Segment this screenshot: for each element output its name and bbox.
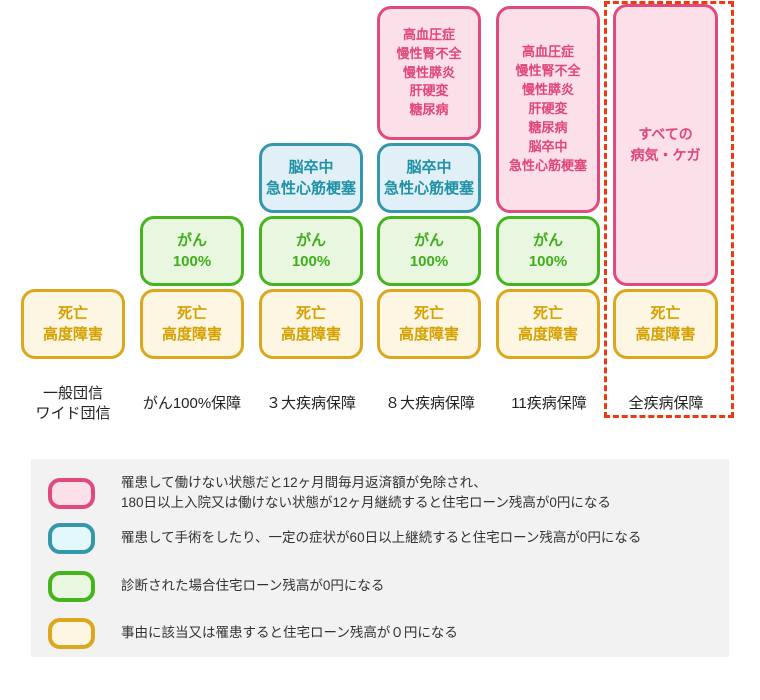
legend-text: 罹患して手術をしたり、一定の症状が60日以上継続すると住宅ローン残高が0円になる	[121, 530, 642, 545]
column-label-general-dantai: 一般団信 ワイド団信	[35, 384, 111, 422]
legend-text: 罹患して働けない状態だと12ヶ月間毎月返済額が免除され、 180日以上入院又は働…	[121, 475, 611, 510]
box-stroke-heart-attack: 脳卒中 急性心筋梗塞	[377, 143, 481, 213]
box-7-diseases: 高血圧症 慢性腎不全 慢性膵炎 肝硬変 糖尿病 脳卒中 急性心筋梗塞	[496, 6, 600, 213]
box-death-severe-disability: 死亡 高度障害	[377, 289, 481, 359]
box-stroke-heart-attack: 脳卒中 急性心筋梗塞	[259, 143, 363, 213]
green-swatch-icon	[48, 570, 95, 602]
box-death-severe-disability: 死亡 高度障害	[140, 289, 244, 359]
column-label-cancer-100: がん100%保障	[142, 394, 242, 412]
legend-item-event-occurrence: 事由に該当又は罹患すると住宅ローン残高が０円になる	[48, 611, 718, 655]
column-label-all-diseases: 全疾病保障	[628, 394, 704, 412]
box-death-severe-disability: 死亡 高度障害	[259, 289, 363, 359]
blue-swatch-icon	[48, 522, 95, 554]
box-cancer-100: がん 100%	[140, 216, 244, 286]
legend-item-diagnosis: 診断された場合住宅ローン残高が0円になる	[48, 564, 718, 608]
legend-text: 事由に該当又は罹患すると住宅ローン残高が０円になる	[121, 625, 458, 640]
legend-item-disability-exemption: 罹患して働けない状態だと12ヶ月間毎月返済額が免除され、 180日以上入院又は働…	[48, 471, 718, 515]
legend-item-surgery-60days: 罹患して手術をしたり、一定の症状が60日以上継続すると住宅ローン残高が0円になる	[48, 516, 718, 560]
box-death-severe-disability: 死亡 高度障害	[21, 289, 125, 359]
column-label-11-diseases: 11疾病保障	[511, 394, 587, 412]
box-cancer-100: がん 100%	[377, 216, 481, 286]
legend-panel	[31, 459, 729, 657]
all-diseases-highlight-border	[604, 1, 734, 418]
box-all-illness-injury: すべての 病気・ケガ	[613, 4, 718, 286]
legend-text: 診断された場合住宅ローン残高が0円になる	[121, 578, 385, 593]
pink-swatch-icon	[48, 477, 95, 509]
box-cancer-100: がん 100%	[496, 216, 600, 286]
box-cancer-100: がん 100%	[259, 216, 363, 286]
box-death-severe-disability: 死亡 高度障害	[613, 289, 718, 359]
column-label-8-major-diseases: ８大疾病保障	[384, 394, 475, 412]
box-death-severe-disability: 死亡 高度障害	[496, 289, 600, 359]
yellow-swatch-icon	[48, 617, 95, 649]
column-label-3-major-diseases: ３大疾病保障	[265, 394, 356, 412]
box-5-lifestyle-diseases: 高血圧症 慢性腎不全 慢性膵炎 肝硬変 糖尿病	[377, 6, 481, 140]
